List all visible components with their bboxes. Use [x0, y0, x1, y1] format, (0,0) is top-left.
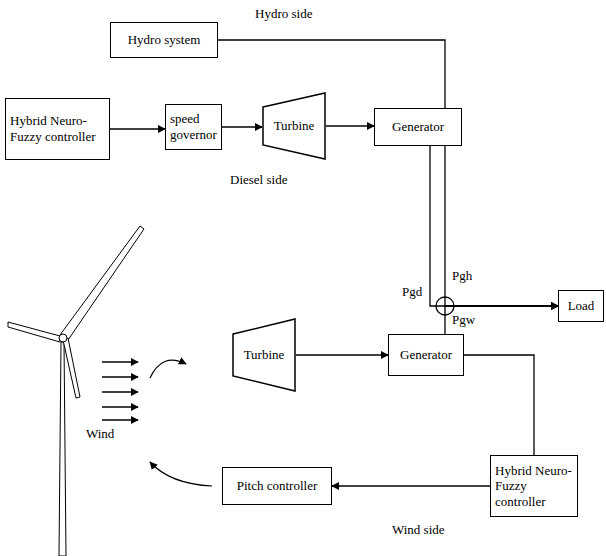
governor-box: speed governor [165, 104, 222, 150]
side-label: Wind side [392, 522, 445, 538]
system-box: Hydro system [110, 22, 218, 58]
node-text: Load [568, 298, 595, 314]
connector [222, 126, 262, 127]
node-text: Generator [392, 119, 444, 135]
turbine-shape: Turbine [262, 92, 326, 160]
wind-label: Wind [86, 426, 114, 442]
generator-box: Generator [374, 108, 462, 146]
curved-arrow [150, 462, 212, 486]
controller-box: Hybrid Neuro-Fuzzy controller [490, 455, 578, 517]
connector [430, 146, 558, 306]
node-text: Pitch controller [237, 478, 318, 494]
controller-box: Pitch controller [222, 467, 332, 505]
turbine-blade [63, 338, 80, 398]
side-label: Hydro side [255, 6, 312, 22]
connector [326, 125, 374, 126]
connector [445, 306, 558, 334]
turbine-blade [60, 226, 144, 340]
side-label: Diesel side [230, 172, 287, 188]
wind-arrows [102, 362, 138, 420]
curved-arrow [150, 360, 186, 378]
connector [218, 40, 558, 306]
wind-arrow [102, 376, 138, 377]
node-text: Hydro system [128, 32, 201, 48]
turbine-polygon [263, 93, 325, 159]
signal-label: Pgw [452, 312, 475, 328]
node-text: speed governor [170, 111, 217, 142]
wind-turbine [8, 226, 144, 556]
node-text: Hybrid Neuro-Fuzzy controller [10, 113, 105, 144]
generator-box: Generator [388, 334, 464, 376]
node-text: Turbine [244, 347, 285, 363]
turbine-blade [8, 322, 60, 342]
wind-arrow [102, 419, 138, 420]
turbine-tower [59, 342, 66, 556]
connector [296, 354, 388, 355]
turbine-shape: Turbine [232, 318, 296, 392]
signal-label: Pgd [402, 284, 422, 300]
connector [110, 128, 165, 129]
summing-junction [436, 297, 454, 315]
connector [464, 355, 534, 455]
node-text: Turbine [274, 118, 315, 134]
node-text: Hybrid Neuro-Fuzzy controller [495, 463, 573, 510]
wind-arrow [102, 391, 138, 392]
connector [332, 485, 490, 486]
turbine-polygon [233, 319, 295, 391]
signal-label: Pgh [452, 268, 472, 284]
wind-arrow [102, 361, 138, 362]
node-text: Generator [400, 347, 452, 363]
wind-arrow [102, 406, 138, 407]
load-box: Load [558, 290, 604, 322]
turbine-hub [59, 334, 67, 342]
controller-box: Hybrid Neuro-Fuzzy controller [5, 98, 110, 160]
